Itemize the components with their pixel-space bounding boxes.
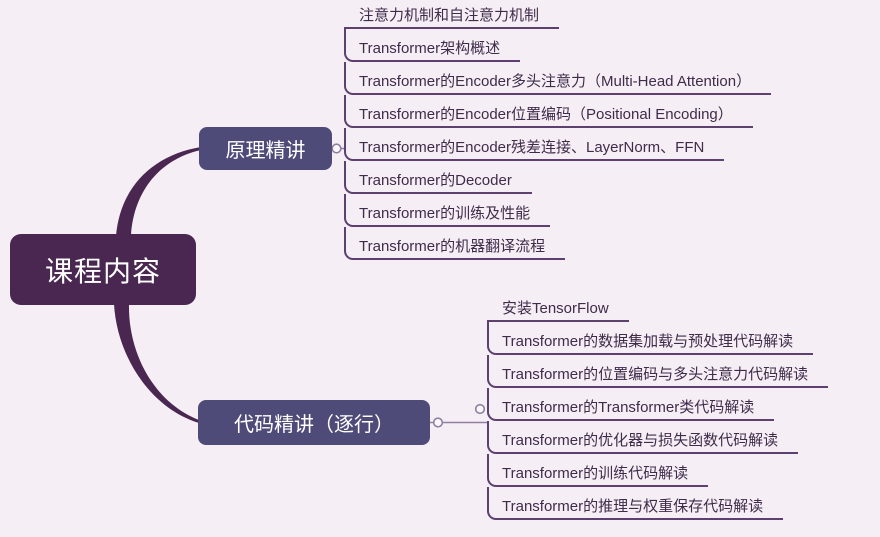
branch2-spine-handle-icon[interactable] <box>474 403 486 415</box>
leaf-topic[interactable]: Transformer的训练代码解读 <box>487 454 709 487</box>
branch1-collapse-handle-icon[interactable] <box>331 143 342 154</box>
leaf-topic[interactable]: Transformer的机器翻译流程 <box>344 227 566 260</box>
leaf-topic[interactable]: Transformer的Encoder位置编码（Positional Encod… <box>344 95 753 128</box>
branch-topic-code[interactable]: 代码精讲（逐行） <box>198 400 430 445</box>
branch1-leaf-group: 注意力机制和自注意力机制 Transformer架构概述 Transformer… <box>344 0 772 260</box>
leaf-topic[interactable]: 注意力机制和自注意力机制 <box>344 0 560 29</box>
leaf-topic[interactable]: Transformer的Encoder残差连接、LayerNorm、FFN <box>344 128 725 161</box>
curve-root-to-branch2 <box>114 304 199 423</box>
branch2-collapse-handle-icon[interactable] <box>432 417 444 428</box>
leaf-topic[interactable]: Transformer的Decoder <box>344 161 532 194</box>
leaf-topic[interactable]: Transformer的优化器与损失函数代码解读 <box>487 421 799 454</box>
leaf-topic[interactable]: 安装TensorFlow <box>487 289 629 322</box>
leaf-topic[interactable]: Transformer架构概述 <box>344 29 521 62</box>
branch-topic-principles[interactable]: 原理精讲 <box>199 127 332 170</box>
leaf-topic[interactable]: Transformer的数据集加载与预处理代码解读 <box>487 322 814 355</box>
leaf-topic[interactable]: Transformer的推理与权重保存代码解读 <box>487 487 784 520</box>
leaf-topic[interactable]: Transformer的训练及性能 <box>344 194 551 227</box>
leaf-topic[interactable]: Transformer的位置编码与多头注意力代码解读 <box>487 355 829 388</box>
leaf-topic[interactable]: Transformer的Encoder多头注意力（Multi-Head Atte… <box>344 62 772 95</box>
root-topic[interactable]: 课程内容 <box>10 234 196 305</box>
leaf-topic[interactable]: Transformer的Transformer类代码解读 <box>487 388 775 421</box>
curve-root-to-branch1 <box>116 147 201 236</box>
branch2-leaf-group: 安装TensorFlow Transformer的数据集加载与预处理代码解读 T… <box>487 289 829 520</box>
